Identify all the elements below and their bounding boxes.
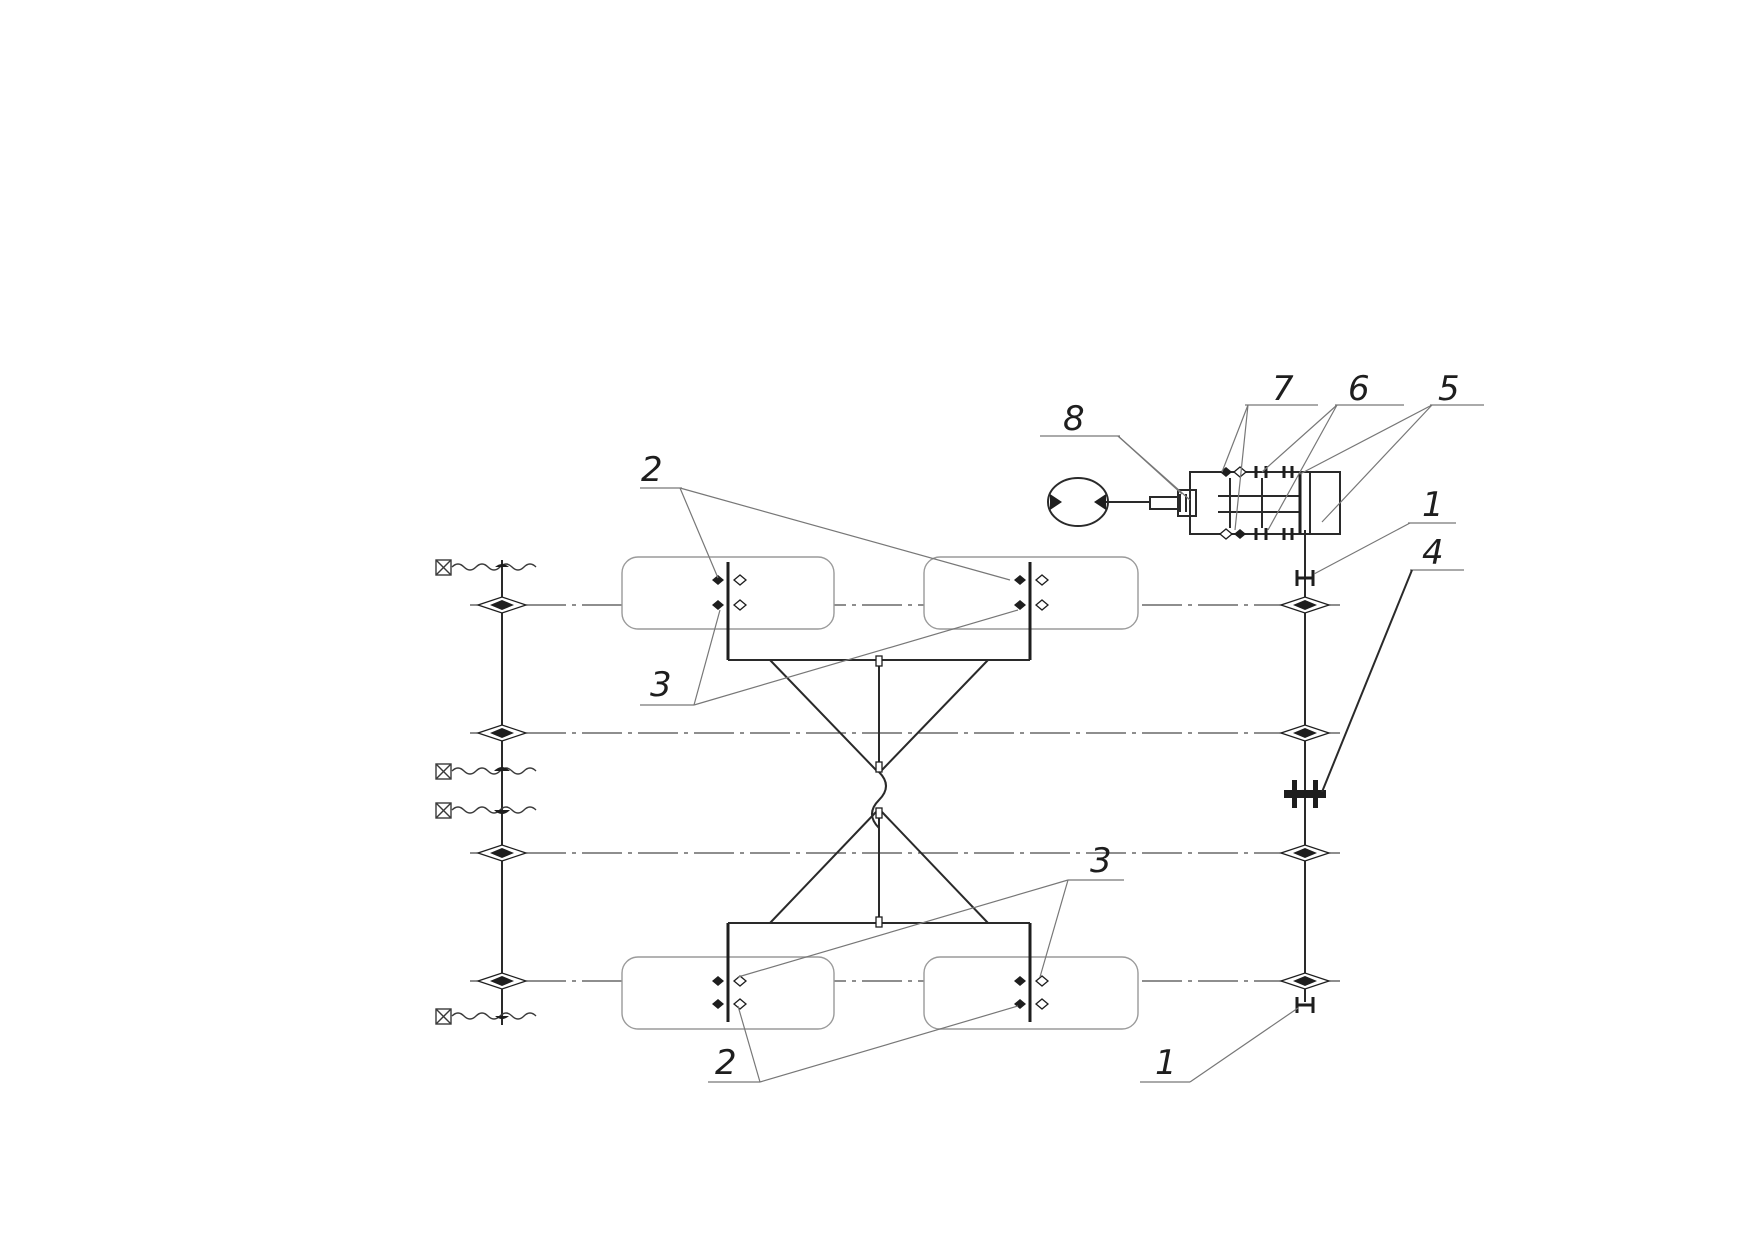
linkage-joint bbox=[871, 771, 887, 829]
right-bearing-diamonds bbox=[1278, 596, 1332, 990]
axle-centerlines bbox=[470, 604, 1340, 982]
front-left-wheel-mount bbox=[712, 574, 748, 611]
gear-pairs bbox=[1218, 466, 1294, 540]
boxed-x-connector bbox=[435, 763, 537, 780]
label-1-bottom: 1 bbox=[1155, 1043, 1177, 1083]
brake-top bbox=[1295, 570, 1315, 586]
label-6: 6 bbox=[1348, 369, 1370, 409]
hydraulic-motor bbox=[1047, 477, 1150, 527]
front-right-wheel-mount bbox=[1014, 574, 1050, 611]
rear-right-wheel-mount bbox=[1014, 975, 1050, 1010]
gearbox-housing bbox=[1189, 471, 1341, 535]
boxed-x-connector bbox=[435, 802, 537, 819]
clutch-coupling bbox=[1284, 780, 1326, 808]
label-4: 4 bbox=[1422, 533, 1444, 573]
brake-bottom bbox=[1295, 997, 1315, 1013]
wavy-connectors bbox=[435, 559, 537, 1025]
label-3-top: 3 bbox=[650, 665, 672, 705]
gearbox bbox=[1149, 466, 1341, 540]
position-labels: 8 7 6 5 1 4 2 3 3 2 1 bbox=[641, 369, 1460, 1083]
label-1-top: 1 bbox=[1422, 485, 1444, 525]
leader-lines bbox=[640, 404, 1484, 1083]
boxed-x-connector bbox=[435, 1008, 537, 1025]
left-bearing-diamonds bbox=[475, 596, 529, 990]
label-7: 7 bbox=[1272, 369, 1294, 409]
central-linkage bbox=[769, 655, 989, 928]
label-8: 8 bbox=[1063, 399, 1085, 439]
boxed-x-connector bbox=[435, 559, 537, 576]
tires bbox=[621, 556, 1139, 1030]
label-3-bottom: 3 bbox=[1090, 841, 1112, 881]
right-shaft-assembly bbox=[1278, 530, 1332, 1013]
label-2-top: 2 bbox=[641, 450, 663, 490]
left-shaft-assembly bbox=[435, 559, 537, 1025]
label-2-bottom: 2 bbox=[715, 1043, 737, 1083]
label-5: 5 bbox=[1438, 369, 1460, 409]
